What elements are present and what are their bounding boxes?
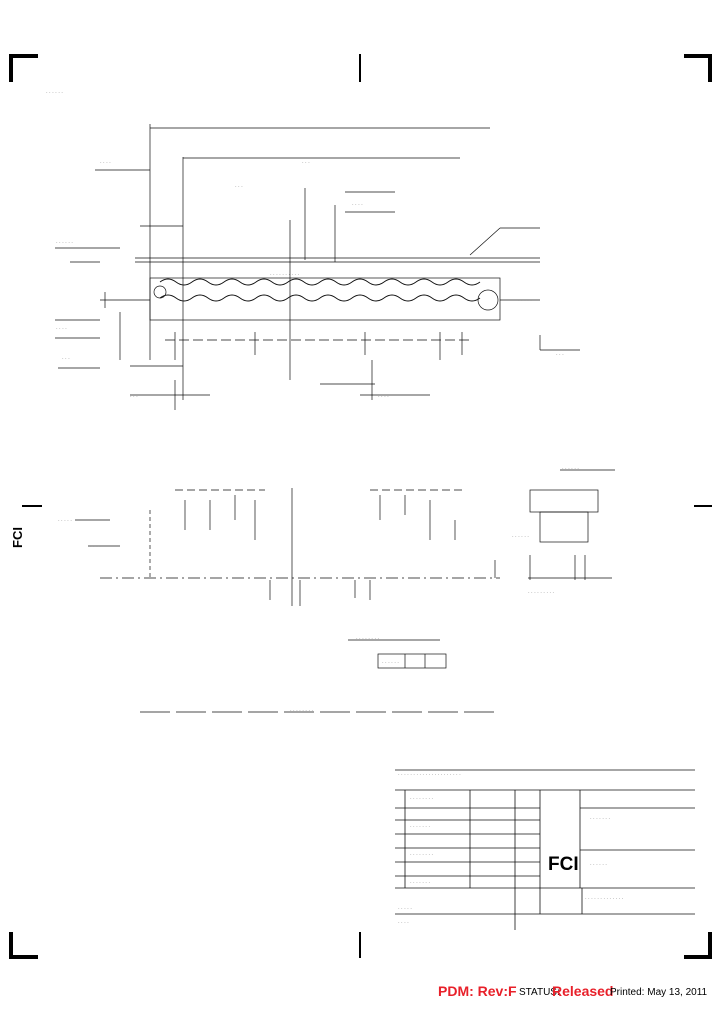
svg-text:· · · · · · · · · ·: · · · · · · · · · · [270,272,299,278]
title-block [395,769,695,930]
technical-drawing: · · · · · · · · · · · · · · · · · · · · … [9,54,712,959]
svg-text:· · · · · · · ·: · · · · · · · · [410,796,433,802]
svg-text:· · · · · · ·: · · · · · · · [410,880,430,886]
svg-text:· · · · · ·: · · · · · · [382,660,399,666]
status-value: Released [552,983,614,999]
svg-text:· · ·: · · · [62,356,70,362]
svg-text:· · ·: · · · [130,394,138,400]
svg-text:· · · · · ·: · · · · · · [56,240,73,246]
status-label: STATUS: [519,987,560,998]
svg-text:· · · ·: · · · · [100,160,111,166]
svg-text:· · · ·: · · · · [90,544,101,550]
svg-text:· · · · · ·: · · · · · · [590,862,607,868]
svg-text:· · · · · ·: · · · · · · [46,90,63,96]
svg-text:· · · · ·: · · · · · [398,906,412,912]
svg-text:· · · · · · · · ·: · · · · · · · · · [528,590,554,596]
svg-text:· · · · · · · · · · · · · · ·: · · · · · · · · · · · · · · · · · · · · … [398,772,461,778]
svg-text:· · · · · · · ·: · · · · · · · · [290,708,313,714]
svg-text:· · · ·: · · · · [398,920,409,926]
svg-text:· · · ·: · · · · [56,326,67,332]
fci-logo: FCI [548,854,579,875]
top-view [55,124,580,410]
svg-text:· · ·: · · · [302,160,310,166]
svg-text:· · · ·: · · · · [352,202,363,208]
status-footer: PDM: Rev:F STATUS: Released Printed: May… [0,978,720,1008]
svg-text:· · · · · · · ·: · · · · · · · · [410,852,433,858]
side-view [75,469,615,713]
side-fci-logo: FCI [10,527,25,548]
svg-text:· · · · ·: · · · · · [58,518,72,524]
svg-text:· · ·: · · · [556,352,564,358]
corner-mark-top-right [684,54,712,82]
svg-text:· · · · · · ·: · · · · · · · [590,816,610,822]
svg-text:· · · · · ·: · · · · · · [512,534,529,540]
svg-text:· · · ·: · · · · [378,394,389,400]
corner-mark-bottom-left [9,932,38,959]
svg-text:· · ·: · · · [235,184,243,190]
pdm-revision: PDM: Rev:F [438,983,517,999]
corner-mark-bottom-right [684,932,712,959]
corner-mark-top-left [9,54,38,82]
svg-text:· · · · · · · · · · · · ·: · · · · · · · · · · · · · [585,896,624,902]
printed-date: Printed: May 13, 2011 [610,987,708,998]
svg-text:· · · · ·: · · · · · [518,298,532,304]
svg-text:· · · · · ·: · · · · · · [562,466,579,472]
svg-text:· · · · · · · ·: · · · · · · · · [356,636,379,642]
svg-text:· · · · · · ·: · · · · · · · [410,824,430,830]
